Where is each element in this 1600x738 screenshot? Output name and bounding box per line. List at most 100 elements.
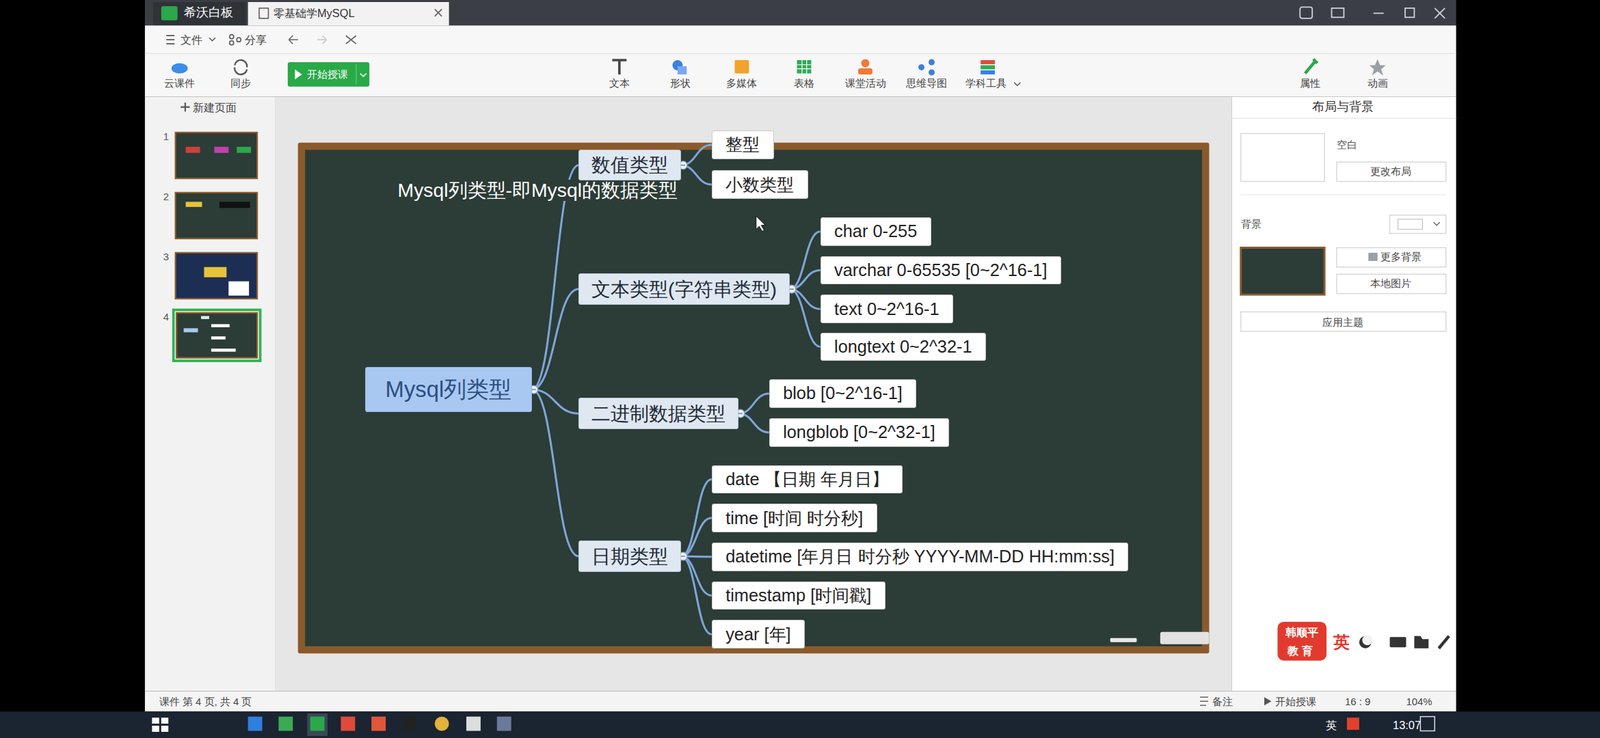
topic-text: 数值类型 <box>591 153 669 177</box>
panel-button <box>1336 247 1447 267</box>
activity-tool-icon <box>858 59 873 75</box>
topic-text: Mysql列类型 <box>385 376 513 403</box>
leaf-topic: text 0~2^16-1 <box>820 294 954 324</box>
panel-button-label: 新建页面 <box>192 101 237 113</box>
blackboard-frame <box>298 142 1210 654</box>
panel-divider <box>1231 117 1456 119</box>
brand-badge <box>1277 622 1327 662</box>
branch-topic: 文本类型(字符串类型) <box>578 273 790 305</box>
note-icon <box>1200 697 1209 706</box>
topic-text: time [时间 时分秒] <box>725 508 863 529</box>
active-tab <box>248 2 450 26</box>
cloud-icon <box>171 62 189 74</box>
topic-text: 日期类型 <box>591 545 669 569</box>
dropdown-icon <box>1433 222 1440 225</box>
toolbar-label: 课堂活动 <box>845 78 887 89</box>
clock: 13:07 <box>1392 720 1421 731</box>
leaf-topic: 整型 <box>711 130 775 160</box>
toolbar-label: 同步 <box>230 78 251 89</box>
color-swatch <box>1398 219 1423 230</box>
app-logo <box>161 6 178 21</box>
status-text: 备注 <box>1212 696 1233 708</box>
branch-connector <box>789 289 821 347</box>
page-thumbnails <box>173 132 261 362</box>
title-bar <box>144 0 1457 26</box>
leaf-topic: char 0-255 <box>820 217 932 247</box>
color-picker <box>1390 215 1447 234</box>
chalk <box>1110 638 1138 643</box>
property-panel <box>1231 97 1456 692</box>
branch-connector <box>531 389 579 557</box>
play-icon <box>294 69 302 80</box>
panel-label: 背景 <box>1241 219 1262 230</box>
leaf-topic: longblob [0~2^32-1] <box>769 418 950 448</box>
topic-text: year [年] <box>725 624 791 645</box>
status-text: 16 : 9 <box>1344 696 1371 708</box>
panel-label: 空白 <box>1336 139 1358 150</box>
leaf-topic: 小数类型 <box>711 170 809 199</box>
redo-icon <box>317 35 327 44</box>
topic-text: char 0-255 <box>834 221 917 242</box>
panel-button-label: 更改布局 <box>1370 166 1412 177</box>
toolbar-label: 思维导图 <box>905 78 948 89</box>
menu-item: 分享 <box>244 34 267 46</box>
branch-connector <box>789 231 821 290</box>
branch-connector <box>531 289 579 390</box>
branch-topic: 数值类型 <box>578 149 682 181</box>
plus-icon <box>180 102 190 112</box>
panel-button <box>1241 311 1447 331</box>
page-number: 3 <box>163 252 169 263</box>
leaf-topic: varchar 0-65535 [0~2^16-1] <box>820 256 1062 286</box>
branch-connector <box>681 479 712 557</box>
panel-button <box>1336 162 1447 182</box>
topic-text: varchar 0-65535 [0~2^16-1] <box>834 260 1047 281</box>
topic-text: timestamp [时间戳] <box>725 585 872 606</box>
panel-divider <box>1241 194 1447 195</box>
dropdown-icon <box>1014 82 1021 86</box>
toolbar <box>144 25 1457 97</box>
root-topic: Mysql列类型 <box>365 367 532 413</box>
tab-title: 希沃白板 <box>183 6 234 20</box>
branch-topic: 日期类型 <box>578 540 682 573</box>
status-text: 104% <box>1405 696 1432 708</box>
page-panel <box>144 97 276 692</box>
leaf-topic: year [年] <box>711 620 805 649</box>
toolbar-label: 学科工具 <box>965 78 1007 89</box>
leaf-topic: timestamp [时间戳] <box>711 581 886 611</box>
start-button <box>287 62 370 87</box>
sync-icon <box>234 60 247 75</box>
topic-text: text 0~2^16-1 <box>834 299 940 320</box>
dropdown-icon <box>209 37 216 41</box>
slide-title: Mysql列类型-即Mysql的数据类型 <box>395 179 681 202</box>
menu-item: 文件 <box>180 34 203 46</box>
input-method: 英 <box>1333 634 1350 651</box>
input-method: 英 <box>1325 720 1337 731</box>
toolbar-label: 形状 <box>670 78 691 89</box>
topic-text: longtext 0~2^32-1 <box>834 337 973 357</box>
topic-text: 二进制数据类型 <box>591 402 726 426</box>
status-text: 开始授课 <box>1275 696 1317 708</box>
status-bar <box>144 691 1457 712</box>
canvas-area <box>275 97 1232 692</box>
branch-connector <box>681 518 712 557</box>
toolbar-label: 多媒体 <box>726 78 757 89</box>
toolbar-divider <box>144 53 1457 55</box>
topic-text: datetime [年月日 时分秒 YYYY-MM-DD HH:mm:ss] <box>725 547 1115 567</box>
window-controls <box>1299 6 1445 18</box>
topic-text: 文本类型(字符串类型) <box>591 278 777 301</box>
doc-icon <box>259 8 269 19</box>
button-label: 开始授课 <box>307 69 349 80</box>
tab-title: 零基础学MySQL <box>273 7 355 19</box>
toolbar-label: 云课件 <box>164 78 195 89</box>
panel-button-label: 本地图片 <box>1370 278 1412 289</box>
shape-tool-icon <box>672 60 687 75</box>
property-icon <box>1305 59 1318 74</box>
topic-text: date 【日期 年月日】 <box>725 469 889 490</box>
ime-icons <box>1359 636 1449 649</box>
toolbar-label: 属性 <box>1299 78 1321 89</box>
taskbar-icons <box>151 713 1435 737</box>
brand-logo-text: 韩顺平 <box>1285 627 1319 638</box>
panel-title: 布局与背景 <box>1312 101 1374 114</box>
